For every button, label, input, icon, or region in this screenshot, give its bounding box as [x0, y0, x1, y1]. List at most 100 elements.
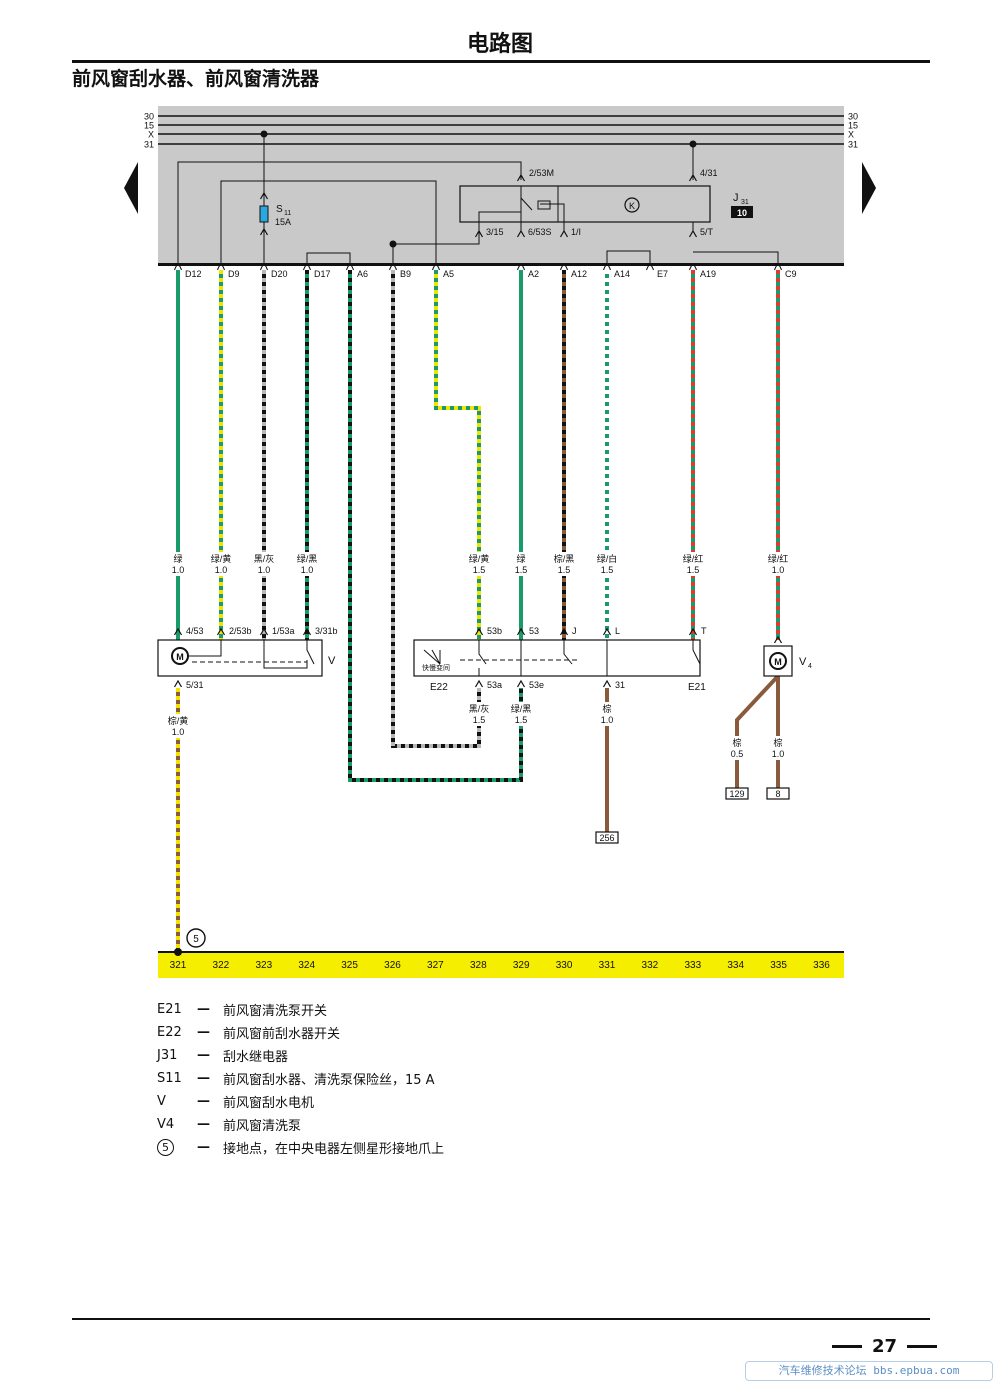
- legend-row: E22—前风窗前刮水器开关: [157, 1021, 444, 1044]
- switch-pin-top-1: 53: [529, 626, 539, 636]
- ground-number-333: 333: [684, 960, 701, 971]
- connector-cup-A6: [345, 264, 355, 271]
- wire-size-upper-6: 1.5: [558, 565, 571, 575]
- relay-j31-box: [459, 185, 711, 223]
- legend-row: S11 — 前风窗刮水器、清洗泵保险丝，15 A: [157, 1067, 444, 1090]
- legend-code: V4: [157, 1117, 175, 1132]
- relay-pin-431: 4/31: [700, 168, 718, 178]
- ground-number-331: 331: [599, 960, 616, 971]
- connector-cup-A12: [559, 264, 569, 271]
- relay-name-sub: 31: [741, 199, 749, 206]
- legend-dash: —: [197, 1094, 210, 1109]
- switch-e21-label: E21: [688, 682, 706, 693]
- wire-size-lower-2: 1.5: [515, 715, 528, 725]
- motor-pin-arrow-3: [302, 627, 312, 636]
- fuse-top-pin-arrow: [259, 191, 269, 200]
- terminal-129-box: [725, 787, 749, 800]
- switch-contacts: [478, 640, 573, 676]
- wire-size-upper-5: 1.5: [515, 565, 528, 575]
- legend-row: J31—刮水继电器: [157, 1044, 444, 1067]
- wire-color-lower-0: 棕/黄: [168, 715, 189, 726]
- wire-label-bg-2: [250, 552, 278, 576]
- legend-dash: —: [197, 1071, 210, 1086]
- ground-number-321: 321: [170, 960, 187, 971]
- connector-label-A5: A5: [443, 269, 454, 279]
- internal-wire-c9: [693, 251, 779, 266]
- motor-pin-label-2: 1/53a: [272, 626, 295, 636]
- legend-row: E21—前风窗清洗泵开关: [157, 998, 444, 1021]
- ground-junction: [174, 948, 182, 956]
- relay-pin-315-arrow: [474, 229, 484, 238]
- switch-unit-box: [413, 639, 701, 677]
- connector-cup-A19: [688, 264, 698, 271]
- switch-pin-bottom-arrow-2: [602, 679, 612, 688]
- connector-cup-A14: [602, 264, 612, 271]
- previous-page-arrow-icon[interactable]: [124, 162, 138, 214]
- fuse-bottom-pin-arrow: [259, 227, 269, 236]
- relay-contact: [520, 197, 533, 211]
- top-rule: [72, 60, 930, 63]
- switch-pin-bottom-0: 53a: [487, 680, 502, 690]
- switch-inner-label: 快慢变间: [422, 663, 450, 672]
- ground-number-336: 336: [813, 960, 830, 971]
- relay-pin-253m-arrow: [516, 173, 526, 182]
- legend-description: 前风窗前刮水器开关: [223, 1027, 341, 1042]
- connector-cup-D9: [216, 264, 226, 271]
- legend-description: 前风窗刮水器、清洗泵保险丝，15 A: [223, 1073, 435, 1088]
- wire-label-bg-lower-3: [593, 702, 621, 726]
- wire-color-upper-9: 绿/红: [768, 553, 789, 564]
- bus-label-left-31: 31: [144, 140, 154, 150]
- wire-label-bg-lower-2: [507, 702, 535, 726]
- wire-size-upper-3: 1.0: [301, 565, 314, 575]
- connector-label-E7: E7: [657, 269, 668, 279]
- switch-pin-top-arrow-0: [474, 627, 484, 636]
- wire-label-bg-1: [207, 552, 235, 576]
- bus-label-left-30: 30: [144, 112, 154, 122]
- wire-label-bg-5: [507, 552, 535, 576]
- relay-k-symbol: K: [629, 201, 635, 211]
- wire-label-bg-8: [679, 552, 707, 576]
- relay-number: 10: [737, 208, 747, 218]
- ground-number-323: 323: [255, 960, 272, 971]
- relay-name: J: [733, 192, 739, 204]
- legend-code: S11: [157, 1071, 182, 1086]
- wire-size-upper-7: 1.5: [601, 565, 614, 575]
- wire-color-upper-1: 绿/黄: [211, 553, 232, 564]
- terminal-256-box: [595, 831, 619, 844]
- wire-label-bg-4: [465, 552, 493, 576]
- switch-pin-bottom-2: 31: [615, 680, 625, 690]
- relay-pin-653s: 6/53S: [528, 227, 552, 237]
- connector-label-A19: A19: [700, 269, 716, 279]
- wire-a6-green-black-stripe: [348, 270, 523, 782]
- legend-description: 前风窗清洗泵: [223, 1119, 302, 1134]
- motor-pin-arrow-0: [173, 627, 183, 636]
- legend-code: E22: [157, 1025, 182, 1040]
- wire-label-bg-lower-5: [764, 736, 792, 760]
- legend-row: V—前风窗刮水电机: [157, 1090, 444, 1113]
- ground-number-327: 327: [427, 960, 444, 971]
- washer-pump-symbol-letter: M: [774, 657, 782, 667]
- wire-label-bg-6: [550, 552, 578, 576]
- switch-pin-bottom-arrow-1: [516, 679, 526, 688]
- next-page-arrow-icon[interactable]: [862, 162, 876, 214]
- connector-label-D17: D17: [314, 269, 331, 279]
- relay-pin-315: 3/15: [486, 227, 504, 237]
- switch-e21-contact: [692, 640, 701, 665]
- ground-number-332: 332: [642, 960, 659, 971]
- relay-315-line: [478, 211, 521, 232]
- wire-size-upper-4: 1.5: [473, 565, 486, 575]
- legend-code: J31: [157, 1048, 178, 1063]
- switch-lever-icon: [423, 649, 441, 665]
- internal-bridge-a14-e7: [606, 250, 651, 266]
- wire-pump-brown-05: [735, 674, 780, 790]
- wire-color-lower-5: 棕: [773, 737, 782, 748]
- connector-label-D12: D12: [185, 269, 202, 279]
- motor-pin-531: 5/31: [186, 680, 204, 690]
- relay-k-circle: [624, 197, 640, 213]
- relay-pin-5t-arrow: [688, 229, 698, 238]
- wire-color-upper-5: 绿: [516, 553, 525, 564]
- motor-pin-label-3: 3/31b: [315, 626, 338, 636]
- connector-label-A2: A2: [528, 269, 539, 279]
- connector-cup-E7: [645, 264, 655, 271]
